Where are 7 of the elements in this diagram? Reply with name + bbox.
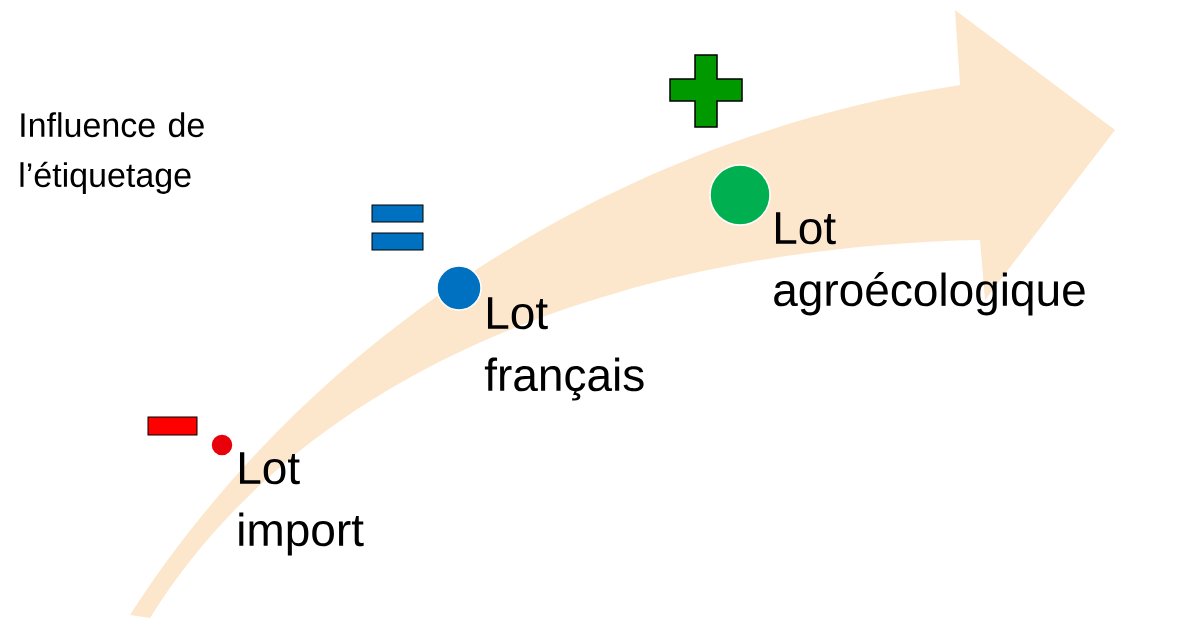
dot [436, 265, 482, 311]
dot [210, 433, 234, 457]
dot [709, 164, 771, 226]
axis-label: Influence de l’étiquetage [20, 112, 204, 194]
dot-label: Lot import [239, 452, 364, 556]
dot-label: Lot français [484, 297, 644, 401]
dot-label: Lot agroécologique [774, 212, 1085, 316]
